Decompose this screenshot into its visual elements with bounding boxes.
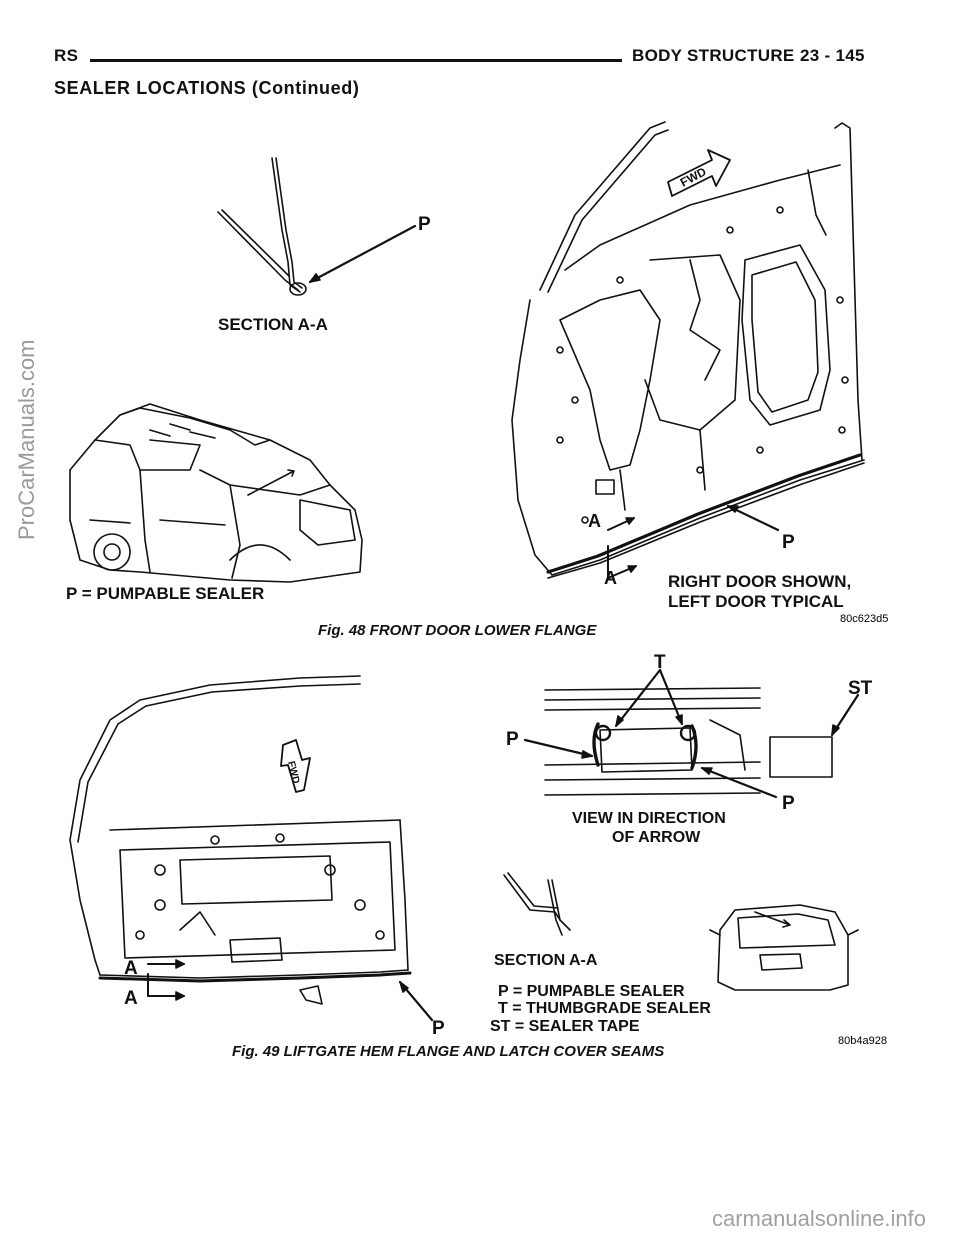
footer-watermark: carmanualsonline.info	[712, 1206, 927, 1231]
section-heading: SEALER LOCATIONS (Continued)	[54, 78, 360, 98]
fig49-callout-p-right: P	[782, 793, 795, 814]
fig48-note-line1: RIGHT DOOR SHOWN,	[668, 572, 851, 591]
header-title: BODY STRUCTURE	[632, 46, 795, 65]
fig48-callout-a-upper: A	[588, 511, 601, 531]
fig49-section-label: SECTION A-A	[494, 952, 598, 969]
fig48-illustration-code: 80c623d5	[840, 613, 888, 625]
fig49-callout-t: T	[654, 652, 666, 673]
fig48-callout-a-lower: A	[604, 568, 617, 588]
fig49-view-line2: OF ARROW	[612, 829, 701, 846]
fig48-door-drawing	[511, 121, 865, 579]
fig49-caption: Fig. 49 LIFTGATE HEM FLANGE AND LATCH CO…	[232, 1043, 665, 1060]
fig48-van-drawing	[69, 403, 363, 583]
fig49-legend-3: ST = SEALER TAPE	[490, 1018, 640, 1035]
fig49-liftgate-drawing	[69, 675, 434, 1022]
fig49-illustration-code: 80b4a928	[838, 1035, 887, 1047]
header-manual-code: RS	[54, 46, 79, 65]
fig49-section-drawing	[503, 872, 571, 936]
fig48-callout-p-top: P	[418, 214, 431, 235]
fig48-section-label: SECTION A-A	[218, 315, 328, 334]
fig49-fwd-label: FWD	[285, 760, 301, 785]
fig49-view-line1: VIEW IN DIRECTION	[572, 810, 726, 827]
header-page-number: 23 - 145	[800, 46, 865, 65]
fig48-section-drawing	[217, 157, 417, 296]
fig48-caption: Fig. 48 FRONT DOOR LOWER FLANGE	[318, 622, 597, 639]
fig49-callout-p-bottom: P	[432, 1018, 445, 1039]
fig48-legend: P = PUMPABLE SEALER	[66, 584, 264, 603]
fig49-van-rear-drawing	[709, 904, 859, 991]
fig49-legend-2: T = THUMBGRADE SEALER	[498, 1000, 711, 1017]
fig49-callout-a-upper: A	[124, 958, 138, 979]
fig49-callout-a-lower: A	[124, 988, 138, 1009]
header-rule	[90, 59, 622, 62]
fig49-latch-view-drawing	[523, 668, 860, 799]
fig49-callout-st: ST	[848, 678, 873, 699]
fig49-legend-1: P = PUMPABLE SEALER	[498, 983, 685, 1000]
fig49-callout-p-left: P	[506, 729, 519, 750]
fig48-note-line2: LEFT DOOR TYPICAL	[668, 592, 844, 611]
fig48-callout-p-lower: P	[782, 532, 795, 553]
